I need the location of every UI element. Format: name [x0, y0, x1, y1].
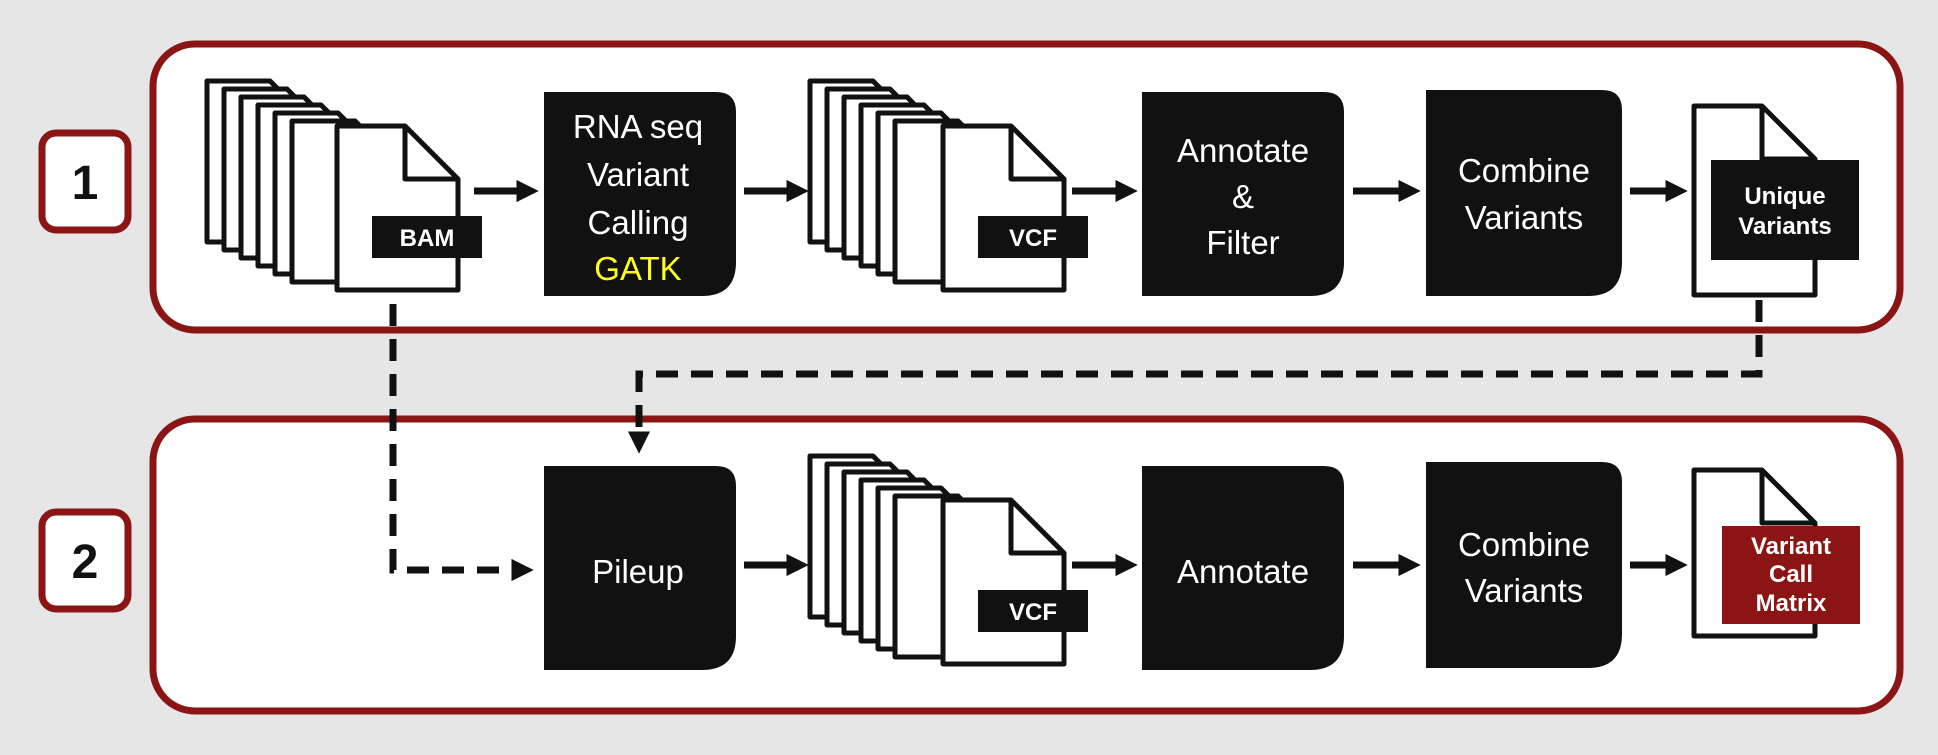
row2-vcf-file-stack: VCF: [807, 453, 1088, 667]
dashed-connector-bam-to-pileup: [389, 304, 534, 582]
step-label: Combine: [1458, 526, 1590, 563]
file-fold: [1759, 470, 1815, 526]
output-tag-label: Call: [1769, 561, 1813, 588]
row1-unique-variants-file: Unique Variants: [1691, 103, 1859, 298]
row2-pileup-box: Pileup: [544, 466, 736, 670]
output-tag-label: Variants: [1738, 213, 1831, 240]
file-fold: [402, 126, 458, 182]
dashed-connector-unique-to-pileup: [627, 300, 1763, 454]
row2-badge: 2: [38, 508, 132, 613]
step-label: Annotate: [1177, 553, 1309, 590]
step-label: Annotate: [1177, 132, 1309, 169]
output-tag-label: Unique: [1744, 183, 1825, 210]
row1-variant-calling-box: RNA seq Variant Calling GATK: [544, 92, 736, 296]
step-label: Variants: [1465, 199, 1584, 236]
file-fold: [1008, 500, 1064, 556]
output-tag-label: Matrix: [1756, 590, 1827, 617]
file-fold: [1008, 126, 1064, 182]
file-fold: [1759, 106, 1815, 162]
step-label: Variants: [1465, 572, 1584, 609]
row2-variant-call-matrix-file: Variant Call Matrix: [1691, 467, 1860, 639]
row2-combine-variants-box: Combine Variants: [1426, 462, 1622, 668]
row1-number: 1: [72, 157, 99, 210]
row2-number: 2: [72, 536, 99, 589]
row1-combine-variants-box: Combine Variants: [1426, 90, 1622, 296]
vcf-tag: [978, 590, 1088, 632]
step-label: Variant: [587, 156, 689, 193]
bam-tag-label: BAM: [400, 225, 455, 252]
row2-annotate-box: Annotate: [1142, 466, 1344, 670]
vcf-tag: [978, 216, 1088, 258]
bam-tag: [372, 216, 482, 258]
output-tag-label: Variant: [1751, 533, 1831, 560]
step-label: Filter: [1206, 224, 1279, 261]
vcf-tag-label: VCF: [1009, 599, 1057, 626]
vcf-tag-label: VCF: [1009, 225, 1057, 252]
step-label: Pileup: [592, 553, 684, 590]
row1-badge: 1: [38, 129, 132, 234]
row1-bam-file-stack: BAM: [204, 78, 482, 293]
step-label: Combine: [1458, 152, 1590, 189]
gatk-tool-label: GATK: [594, 250, 681, 287]
row1-annotate-filter-box: Annotate & Filter: [1142, 92, 1344, 296]
step-label: RNA seq: [573, 108, 703, 145]
step-label: Calling: [588, 204, 689, 241]
unique-variants-tag: [1711, 160, 1859, 260]
variant-call-matrix-tag: [1722, 526, 1860, 624]
row1-vcf-file-stack: VCF: [807, 78, 1088, 293]
step-label: &: [1232, 178, 1254, 215]
